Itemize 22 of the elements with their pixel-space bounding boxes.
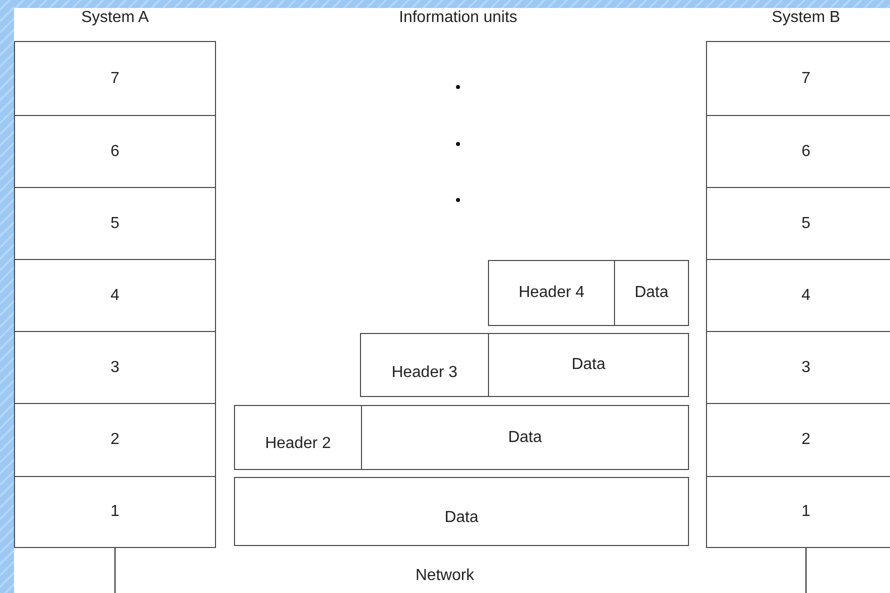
connector-line xyxy=(805,548,807,593)
layer-box: 2 xyxy=(14,403,216,477)
layer-box: 1 xyxy=(14,476,216,548)
unit-field: Header 4 xyxy=(488,260,615,326)
column-heading: System A xyxy=(80,9,150,27)
layer-box: 7 xyxy=(706,41,890,116)
unit-field: Data xyxy=(488,333,689,397)
unit-field: Header 2 xyxy=(234,405,362,470)
unit-field: Data xyxy=(361,405,689,470)
layer-box: 4 xyxy=(14,259,216,332)
connector-line xyxy=(114,548,116,593)
unit-field: Header 3 xyxy=(360,333,489,397)
network-label: Network xyxy=(416,567,474,585)
column-heading: System B xyxy=(770,9,842,27)
unit-field: Data xyxy=(234,477,689,546)
section-heading: Information units xyxy=(399,9,518,27)
layer-box: 3 xyxy=(14,331,216,404)
layer-box: 5 xyxy=(14,187,216,260)
layer-box: 1 xyxy=(706,476,890,548)
layer-box: 7 xyxy=(14,41,216,116)
unit-field: Data xyxy=(614,260,689,326)
layer-box: 6 xyxy=(14,115,216,188)
